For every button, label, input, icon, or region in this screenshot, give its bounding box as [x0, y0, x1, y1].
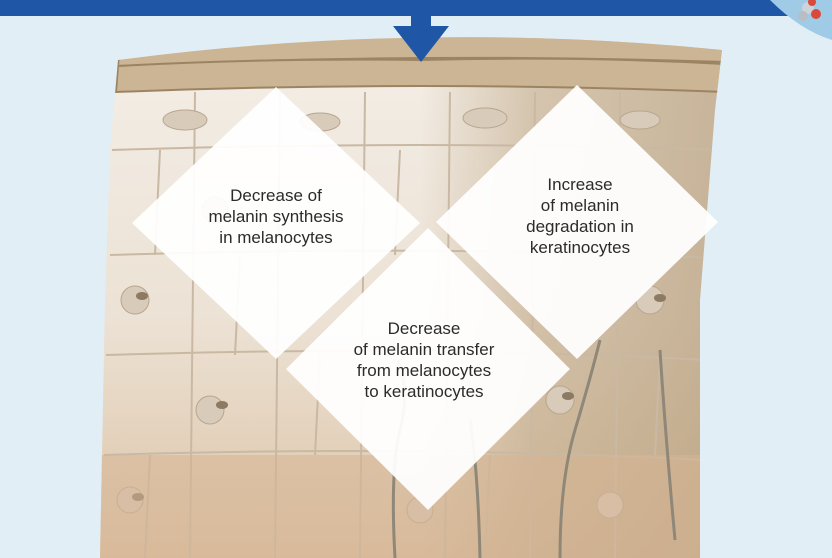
caption-line: melanin synthesis [190, 206, 362, 227]
caption-line: of melanin transfer [336, 339, 512, 360]
caption-line: keratinocytes [500, 237, 660, 258]
caption-line: Decrease of [190, 185, 362, 206]
caption-line: from melanocytes [336, 360, 512, 381]
caption-line: Increase [500, 174, 660, 195]
caption-line: to keratinocytes [336, 381, 512, 402]
caption-degradation: Increase of melanin degradation in kerat… [500, 174, 660, 258]
caption-line: of melanin [500, 195, 660, 216]
molecule-icon [770, 0, 832, 40]
caption-line: Decrease [336, 318, 512, 339]
caption-line: degradation in [500, 216, 660, 237]
caption-synthesis: Decrease of melanin synthesis in melanoc… [190, 185, 362, 248]
caption-transfer: Decrease of melanin transfer from melano… [336, 318, 512, 402]
caption-line: in melanocytes [190, 227, 362, 248]
